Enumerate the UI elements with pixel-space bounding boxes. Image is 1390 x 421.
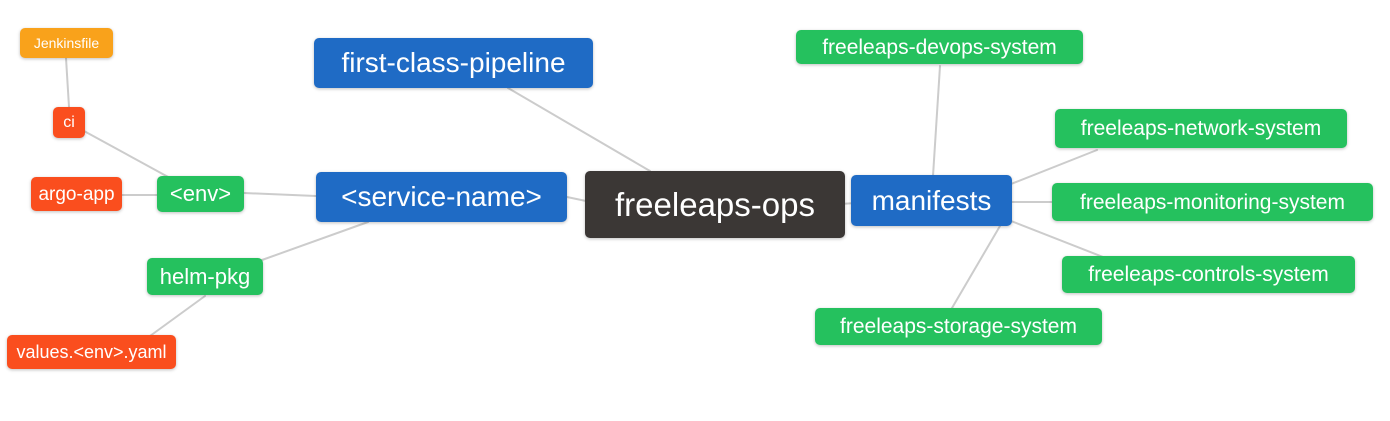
node-helm-pkg[interactable]: helm-pkg <box>147 258 263 295</box>
edge-env-to-service-name <box>243 192 317 197</box>
node-argo-app[interactable]: argo-app <box>31 177 122 211</box>
edge-values-env-yaml-to-helm-pkg <box>149 295 206 337</box>
node-first-class-pipeline[interactable]: first-class-pipeline <box>314 38 593 88</box>
node-freeleaps-monitoring-system[interactable]: freeleaps-monitoring-system <box>1052 183 1373 221</box>
node-service-name[interactable]: <service-name> <box>316 172 567 222</box>
edge-manifests-to-freeleaps-controls-system <box>1010 220 1104 258</box>
node-values-env-yaml[interactable]: values.<env>.yaml <box>7 335 176 369</box>
edge-manifests-to-freeleaps-network-system <box>1010 149 1098 185</box>
node-manifests[interactable]: manifests <box>851 175 1012 226</box>
node-freeleaps-devops-system[interactable]: freeleaps-devops-system <box>796 30 1083 64</box>
edge-first-class-pipeline-to-freeleaps-ops <box>507 87 651 172</box>
node-freeleaps-network-system[interactable]: freeleaps-network-system <box>1055 109 1347 148</box>
edge-manifests-to-freeleaps-storage-system <box>951 225 1001 309</box>
edge-ci-to-env <box>83 130 171 179</box>
node-jenkinsfile[interactable]: Jenkinsfile <box>20 28 113 58</box>
node-ci[interactable]: ci <box>53 107 85 138</box>
node-env[interactable]: <env> <box>157 176 244 212</box>
edge-helm-pkg-to-service-name <box>261 221 369 261</box>
edge-manifests-to-freeleaps-devops-system <box>932 65 941 177</box>
node-freeleaps-controls-system[interactable]: freeleaps-controls-system <box>1062 256 1355 293</box>
edge-service-name-to-freeleaps-ops <box>566 196 587 202</box>
node-freeleaps-ops[interactable]: freeleaps-ops <box>585 171 845 238</box>
node-freeleaps-storage-system[interactable]: freeleaps-storage-system <box>815 308 1102 345</box>
edge-jenkinsfile-to-ci <box>65 57 70 108</box>
